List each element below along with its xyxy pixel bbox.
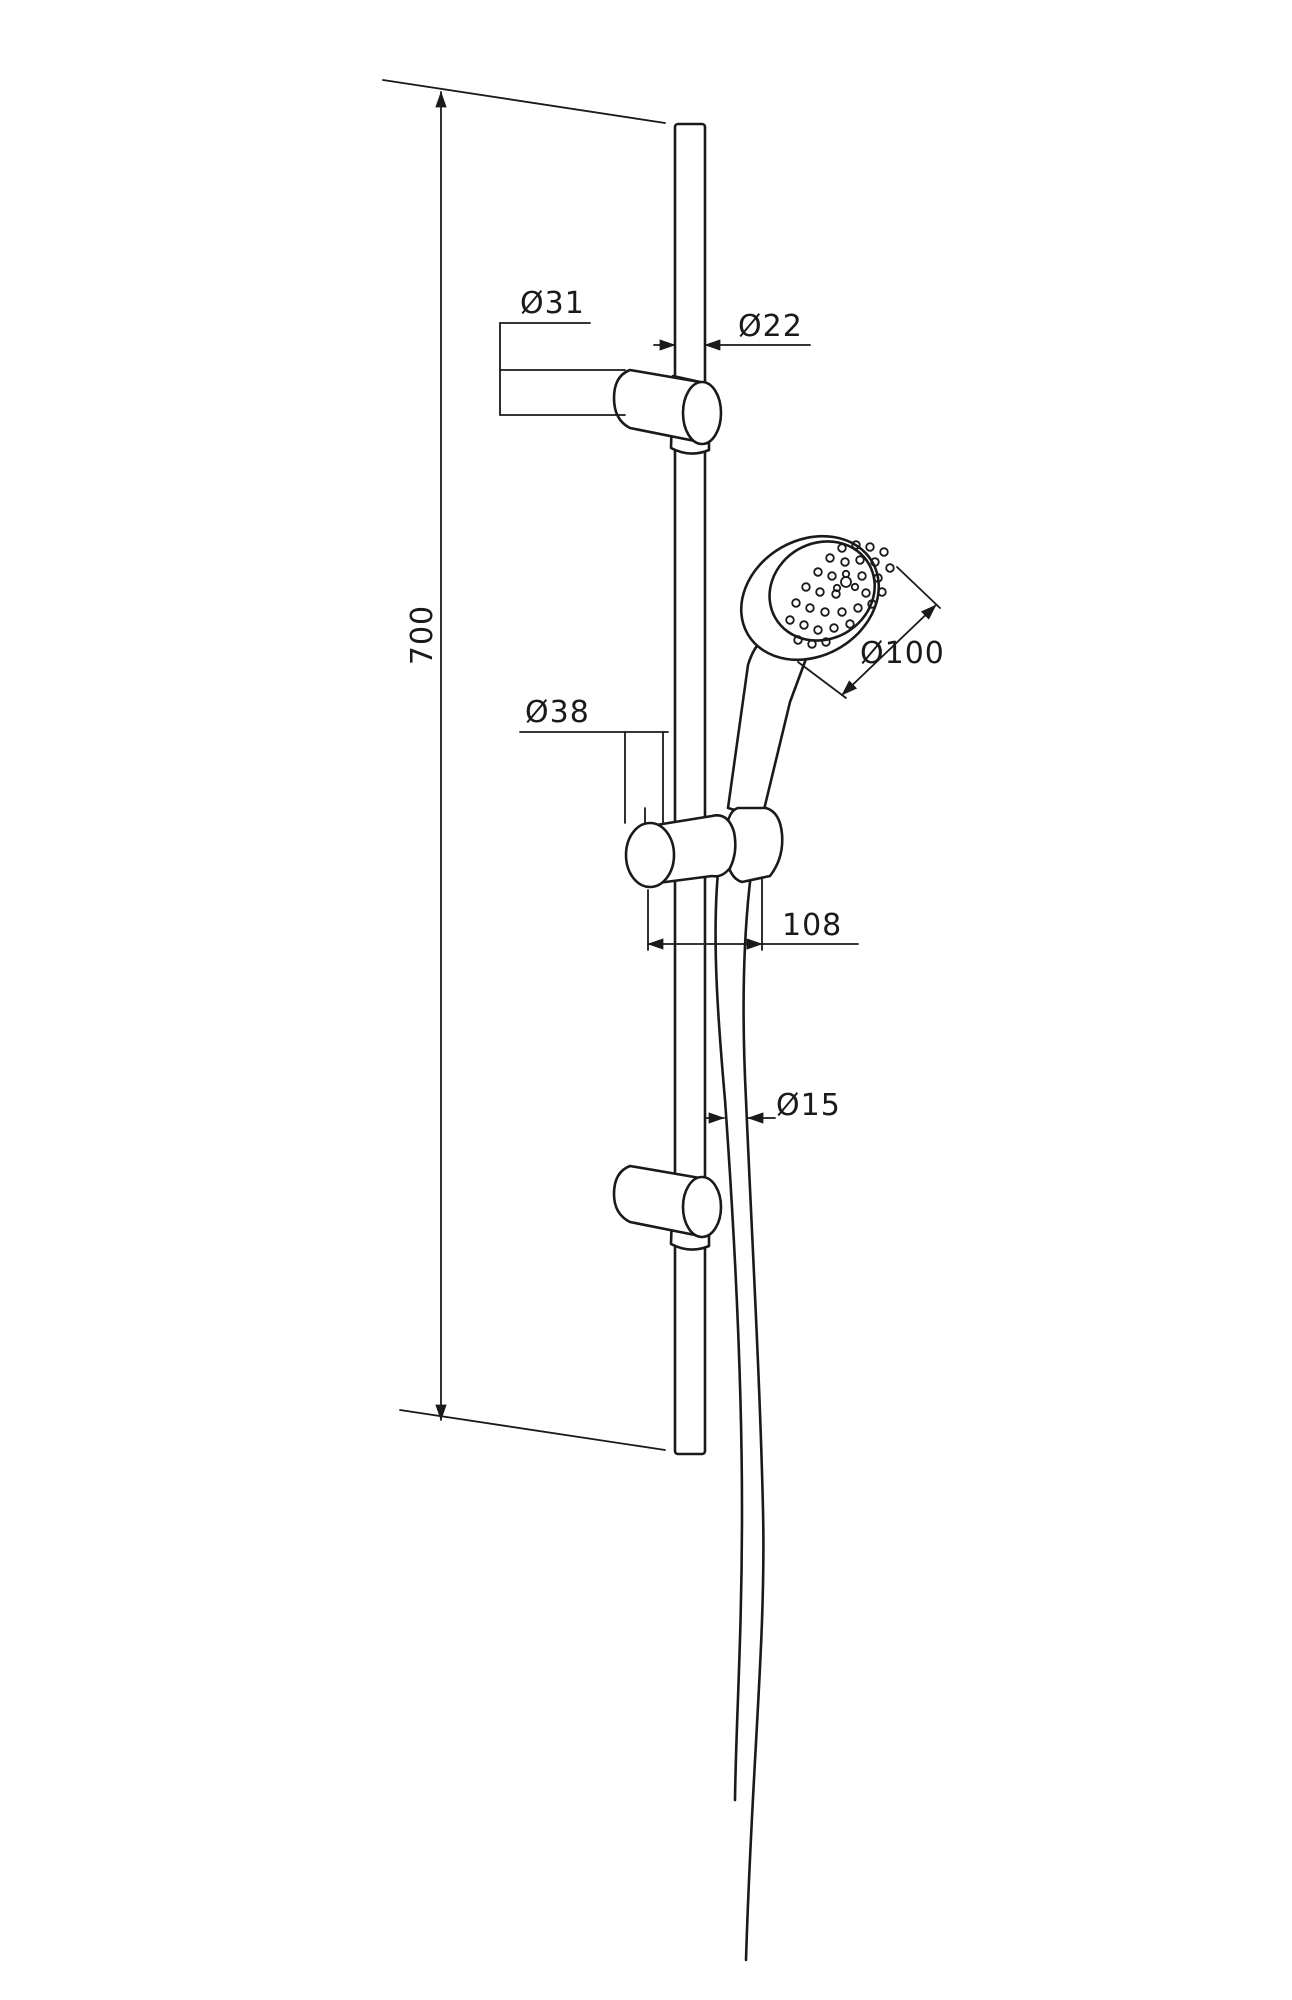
head-diameter-label: Ø100 — [860, 636, 945, 671]
sliding-holder — [624, 806, 784, 889]
top-wall-bracket — [612, 368, 723, 455]
shower-head-center-rosette — [832, 569, 860, 593]
rail-diameter-dimension: Ø22 — [653, 309, 811, 351]
hose-diameter-dimension: Ø15 — [705, 1088, 841, 1124]
bracket-diameter-dimension: Ø31 — [499, 286, 626, 416]
holder-projection-dimension: 108 — [647, 877, 859, 951]
hose — [714, 864, 765, 1962]
rail — [673, 122, 707, 1456]
rail-diameter-label: Ø22 — [738, 309, 803, 344]
holder-diameter-dimension: Ø38 — [519, 695, 669, 824]
bracket-diameter-label: Ø31 — [520, 286, 585, 321]
holder-diameter-label: Ø38 — [525, 695, 590, 730]
height-label: 700 — [405, 605, 440, 665]
height-dimension: 700 — [382, 79, 666, 1451]
hose-diameter-label: Ø15 — [776, 1088, 841, 1123]
bottom-wall-bracket — [612, 1164, 723, 1251]
head-diameter-dimension: Ø100 — [797, 566, 945, 699]
holder-projection-label: 108 — [782, 908, 842, 943]
